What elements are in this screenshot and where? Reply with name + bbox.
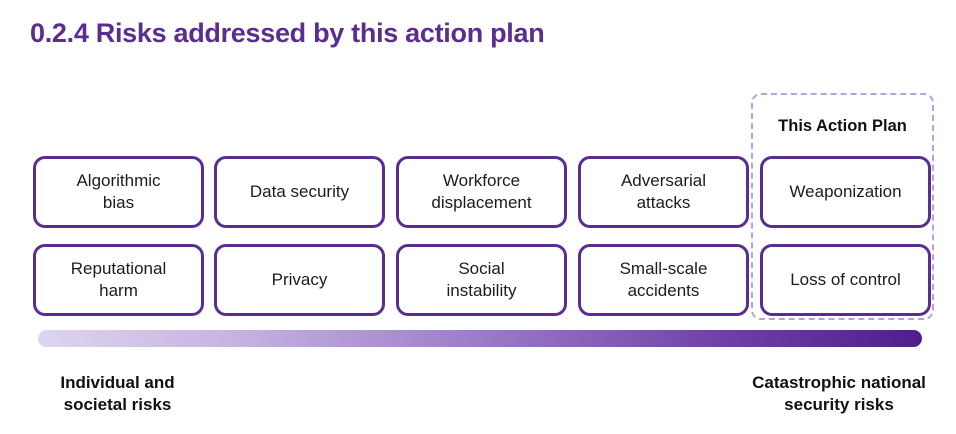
action-plan-label: This Action Plan	[778, 117, 907, 135]
risk-box-workforce-displacement: Workforce displacement	[396, 156, 567, 228]
risk-box-social-instability: Social instability	[396, 244, 567, 316]
risk-spectrum-gradient-bar	[38, 330, 922, 347]
page-title: 0.2.4 Risks addressed by this action pla…	[30, 18, 545, 48]
spectrum-label-individual-societal: Individual and societal risks	[60, 373, 175, 415]
risk-box-loss-of-control: Loss of control	[760, 244, 931, 316]
action-plan-dashed-outline	[751, 93, 934, 320]
risk-box-weaponization: Weaponization	[760, 156, 931, 228]
risk-box-small-scale-accidents: Small-scale accidents	[578, 244, 749, 316]
risk-box-algorithmic-bias: Algorithmic bias	[33, 156, 204, 228]
risk-box-adversarial-attacks: Adversarial attacks	[578, 156, 749, 228]
spectrum-label-catastrophic-national: Catastrophic national security risks	[752, 373, 926, 415]
risk-box-reputational-harm: Reputational harm	[33, 244, 204, 316]
risk-box-privacy: Privacy	[214, 244, 385, 316]
risk-box-data-security: Data security	[214, 156, 385, 228]
